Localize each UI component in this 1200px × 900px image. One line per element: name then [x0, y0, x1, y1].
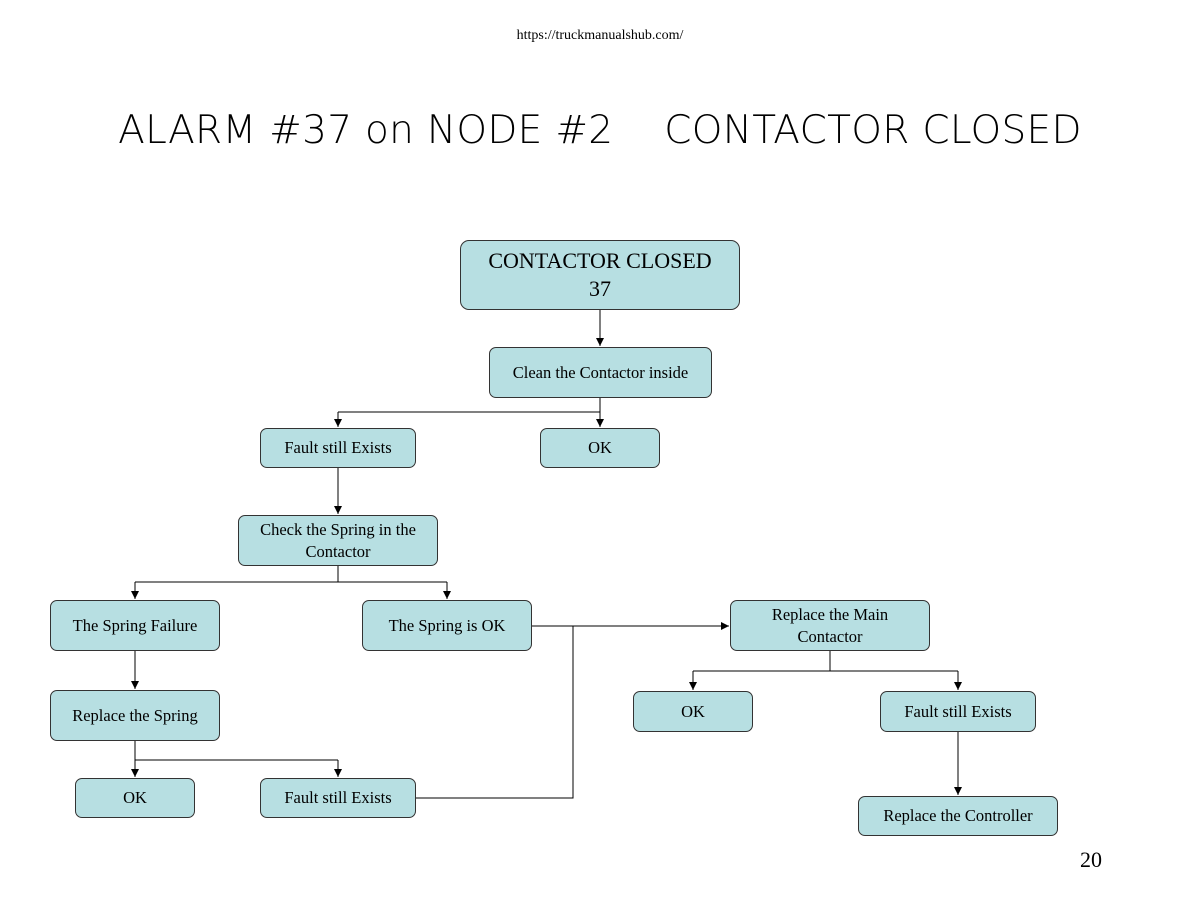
node-contactor-closed-label: CONTACTOR CLOSED 37: [488, 247, 712, 301]
node-replace-spring: Replace the Spring: [50, 690, 220, 741]
node-replace-controller-label: Replace the Controller: [883, 806, 1033, 826]
connector-main-split: [693, 651, 958, 672]
node-replace-main-contactor: Replace the Main Contactor: [730, 600, 930, 651]
node-replace-controller: Replace the Controller: [858, 796, 1058, 836]
connector-replace-split: [134, 741, 338, 761]
page-number: 20: [1080, 847, 1102, 872]
node-clean-contactor: Clean the Contactor inside: [489, 347, 712, 398]
source-url: https://truckmanualshub.com/: [516, 28, 684, 43]
node-fault-still-exists-3-label: Fault still Exists: [904, 701, 1012, 721]
node-clean-contactor-label: Clean the Contactor inside: [512, 362, 689, 382]
node-ok-2: OK: [75, 778, 195, 818]
node-spring-ok: The Spring is OK: [362, 600, 532, 651]
node-ok-1: OK: [540, 428, 660, 468]
node-spring-ok-label: The Spring is OK: [388, 615, 506, 635]
node-ok-3: OK: [633, 691, 753, 732]
node-ok-2-label: OK: [123, 788, 147, 808]
node-spring-failure-label: The Spring Failure: [72, 615, 198, 635]
node-fault-still-exists-1-label: Fault still Exists: [284, 438, 392, 458]
node-fault-still-exists-2: Fault still Exists: [260, 778, 416, 818]
connector-check-split: [135, 566, 447, 583]
node-replace-main-contactor-label: Replace the Main Contactor: [771, 605, 889, 646]
node-ok-1-label: OK: [588, 438, 612, 458]
node-contactor-closed: CONTACTOR CLOSED 37: [460, 240, 740, 310]
node-ok-3-label: OK: [681, 701, 705, 721]
node-fault-still-exists-3: Fault still Exists: [880, 691, 1036, 732]
node-fault-still-exists-2-label: Fault still Exists: [284, 788, 392, 808]
node-check-spring-label: Check the Spring in the Contactor: [260, 520, 416, 561]
node-replace-spring-label: Replace the Spring: [72, 705, 198, 725]
page-title: ALARM #37 on NODE #2 CONTACTOR CLOSED: [118, 108, 1082, 153]
node-fault-still-exists-1: Fault still Exists: [260, 428, 416, 468]
node-spring-failure: The Spring Failure: [50, 600, 220, 651]
connector-fault2-to-main: [416, 626, 574, 799]
node-check-spring: Check the Spring in the Contactor: [238, 515, 438, 566]
connector-clean-split: [338, 398, 601, 413]
